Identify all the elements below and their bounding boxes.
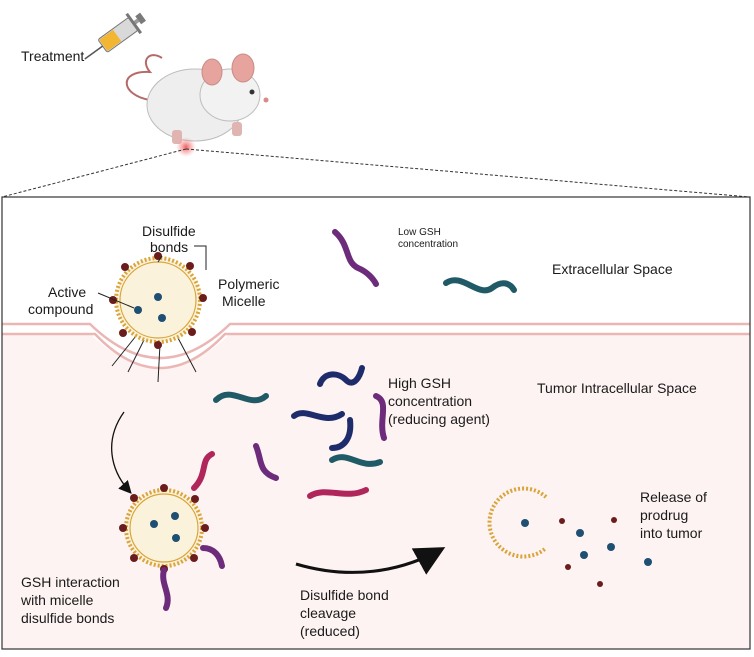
panel-border <box>1 196 751 650</box>
cleavage-label-line3: (reduced) <box>300 623 360 639</box>
zoom-line-right <box>185 148 751 198</box>
polymeric-micelle-label-line2: Micelle <box>222 293 266 309</box>
flow-arrow-down <box>111 411 132 494</box>
gsh-molecules-intracellular <box>213 365 387 499</box>
gsh-molecule <box>332 229 379 287</box>
disulfide-dots-micelle <box>109 252 207 349</box>
release-label: Release of <box>640 489 707 505</box>
cleavage-label-line2: cleavage <box>300 605 356 621</box>
gsh-molecule <box>443 277 517 294</box>
disulfide-leader-line-2 <box>157 255 163 263</box>
disulfide-bonds-label: Disulfide <box>142 223 196 239</box>
active-compound-label-line2: compound <box>28 301 93 317</box>
polymeric-micelle-label: Polymeric <box>218 276 279 292</box>
treatment-label: Treatment <box>21 48 84 64</box>
broken-micelle <box>487 486 548 559</box>
cleavage-arrow <box>295 547 446 575</box>
high-gsh-label-line2: concentration <box>388 393 472 409</box>
high-gsh-label: High GSH <box>388 375 451 391</box>
extracellular-space-label: Extracellular Space <box>552 261 673 277</box>
active-compound-label: Active <box>48 284 86 300</box>
mouse-icon <box>125 53 269 144</box>
gsh-micelle <box>124 488 204 568</box>
low-gsh-label-line2: concentration <box>398 239 458 250</box>
disulfide-dots-gsh-micelle <box>119 484 209 573</box>
gsh-interaction-label-line2: with micelle <box>20 592 94 608</box>
release-label-line3: into tumor <box>640 525 703 541</box>
drug-dots-micelle <box>134 293 166 322</box>
release-label-line2: prodrug <box>640 507 688 523</box>
released-drug-dots <box>521 517 652 587</box>
gsh-interaction-label-line3: disulfide bonds <box>21 610 114 626</box>
zoom-line-left <box>1 148 187 198</box>
disulfide-leader-line <box>194 245 207 270</box>
tumor-intracellular-space-label: Tumor Intracellular Space <box>537 380 697 396</box>
intracellular-region <box>2 334 750 649</box>
syringe-icon <box>84 12 146 60</box>
gsh-interaction-label: GSH interaction <box>21 574 120 590</box>
cleavage-label: Disulfide bond <box>300 587 389 603</box>
high-gsh-label-line3: (reducing agent) <box>388 411 490 427</box>
active-compound-leader-line <box>97 292 135 309</box>
low-gsh-label: Low GSH <box>398 227 441 238</box>
tumor-spot <box>176 137 196 157</box>
cell-membrane <box>2 322 750 370</box>
disulfide-bonds-label-line2: bonds <box>150 239 188 255</box>
gsh-molecules-binding <box>160 451 225 611</box>
drug-dots-gsh-micelle <box>150 512 180 542</box>
